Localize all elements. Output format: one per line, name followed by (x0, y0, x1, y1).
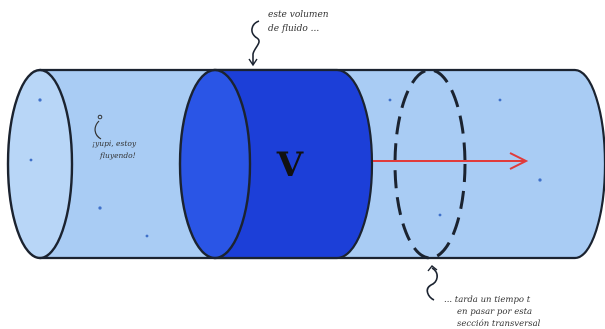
fluid-note-line-2: fluyendo! (99, 151, 136, 160)
fluid-volume-body (213, 68, 374, 260)
cross-section-dashed (393, 68, 467, 260)
bottom-note-line-3: sección transversal (457, 318, 541, 329)
fluid-bubbles (29, 98, 542, 238)
bottom-pointer-squiggle (426, 267, 438, 301)
bottom-note-line-1: ... tarda un tiempo t (444, 295, 531, 305)
fluid-annotation: ¡yupi, estoy fluyendo! (92, 114, 137, 160)
flow-arrow (373, 152, 529, 170)
bottom-annotation: ... tarda un tiempo t en pasar por esta … (426, 265, 541, 329)
volume-label: V (276, 145, 304, 185)
top-pointer-squiggle (251, 20, 260, 64)
bottom-note-line-2: en pasar por esta (457, 307, 532, 317)
fluid-volume: V (178, 68, 374, 260)
fluid-note-line-1: ¡yupi, estoy (92, 139, 137, 148)
fluid-volume-face (178, 68, 252, 260)
top-annotation: este volumen de fluido ... (248, 10, 329, 67)
top-note-line-1: este volumen (268, 10, 329, 20)
fluid-speech-mark (94, 120, 102, 140)
pipe-left-end (6, 68, 74, 260)
top-note-line-2: de fluido ... (268, 24, 319, 34)
